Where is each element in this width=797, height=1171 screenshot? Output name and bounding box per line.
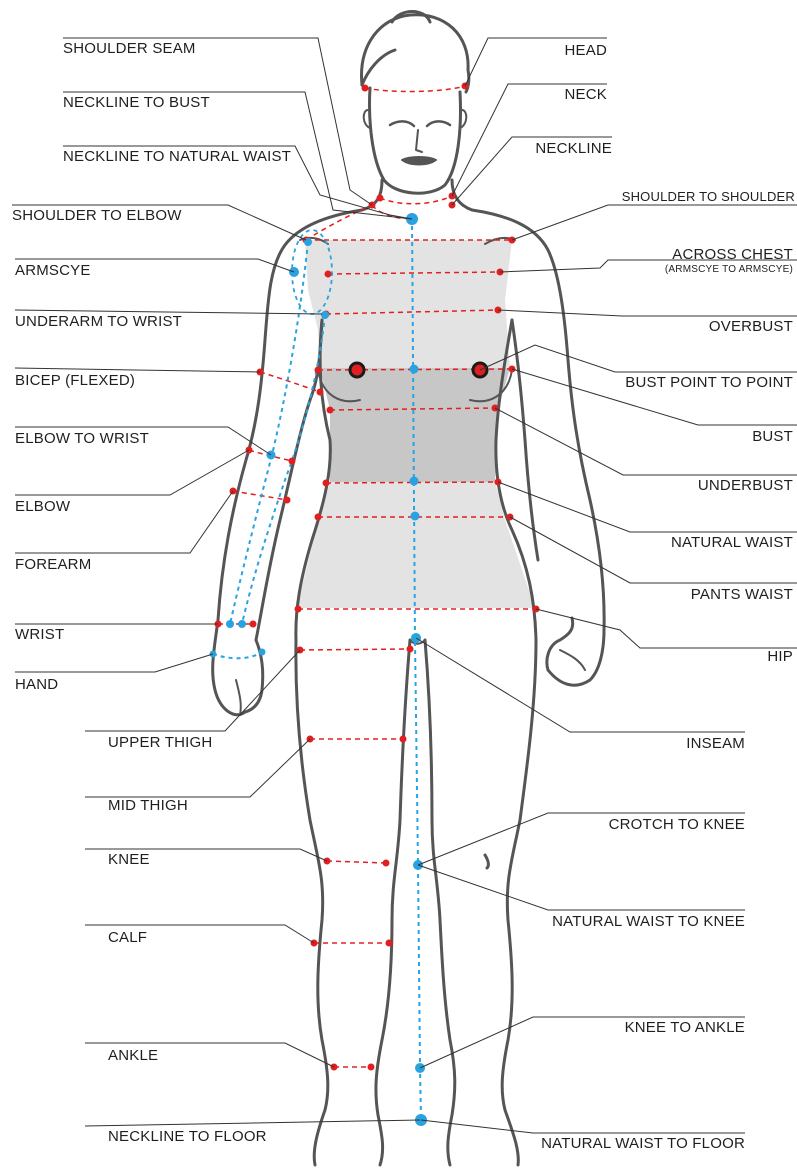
label-bust-point-to-point: BUST POINT TO POINT — [625, 374, 793, 392]
label-head: HEAD — [565, 42, 607, 60]
torso-hip-shading — [297, 482, 535, 608]
label-calf: CALF — [108, 929, 147, 947]
label-bicep: BICEP (FLEXED) — [15, 372, 135, 390]
label-crotch-to-knee: CROTCH TO KNEE — [609, 816, 745, 834]
label-elbow: ELBOW — [15, 498, 70, 516]
label-natural-waist-to-floor: NATURAL WAIST TO FLOOR — [541, 1135, 745, 1153]
label-neckline-to-bust: NECKLINE TO BUST — [63, 94, 210, 112]
label-mid-thigh: MID THIGH — [108, 797, 188, 815]
label-shoulder-to-shoulder: SHOULDER TO SHOULDER — [622, 188, 795, 206]
label-elbow-to-wrist: ELBOW TO WRIST — [15, 430, 149, 448]
label-across-chest: ACROSS CHEST — [672, 246, 793, 264]
label-knee: KNEE — [108, 851, 150, 869]
label-across-chest-sub: (ARMSCYE TO ARMSCYE) — [665, 264, 793, 276]
label-wrist: WRIST — [15, 626, 64, 644]
label-upper-thigh: UPPER THIGH — [108, 734, 212, 752]
label-hip: HIP — [767, 648, 793, 666]
label-knee-to-ankle: KNEE TO ANKLE — [625, 1019, 745, 1037]
label-hand: HAND — [15, 676, 58, 694]
label-neckline-to-natural-waist: NECKLINE TO NATURAL WAIST — [63, 148, 291, 166]
label-neck: NECK — [565, 86, 607, 104]
label-forearm: FOREARM — [15, 556, 91, 574]
label-bust: BUST — [752, 428, 793, 446]
label-armscye: ARMSCYE — [15, 262, 91, 280]
label-neckline: NECKLINE — [535, 140, 612, 158]
label-inseam: INSEAM — [686, 735, 745, 753]
torso-upper-shading — [305, 240, 512, 368]
label-neckline-to-floor: NECKLINE TO FLOOR — [108, 1128, 267, 1146]
label-underbust: UNDERBUST — [698, 477, 793, 495]
label-ankle: ANKLE — [108, 1047, 158, 1065]
label-natural-waist-to-knee: NATURAL WAIST TO KNEE — [552, 913, 745, 931]
label-underarm-to-wrist: UNDERARM TO WRIST — [15, 313, 182, 331]
label-shoulder-seam: SHOULDER SEAM — [63, 40, 196, 58]
label-natural-waist: NATURAL WAIST — [671, 534, 793, 552]
label-shoulder-to-elbow: SHOULDER TO ELBOW — [12, 207, 182, 225]
label-overbust: OVERBUST — [709, 318, 793, 336]
torso-waist-shading — [320, 368, 510, 482]
label-pants-waist: PANTS WAIST — [691, 586, 793, 604]
